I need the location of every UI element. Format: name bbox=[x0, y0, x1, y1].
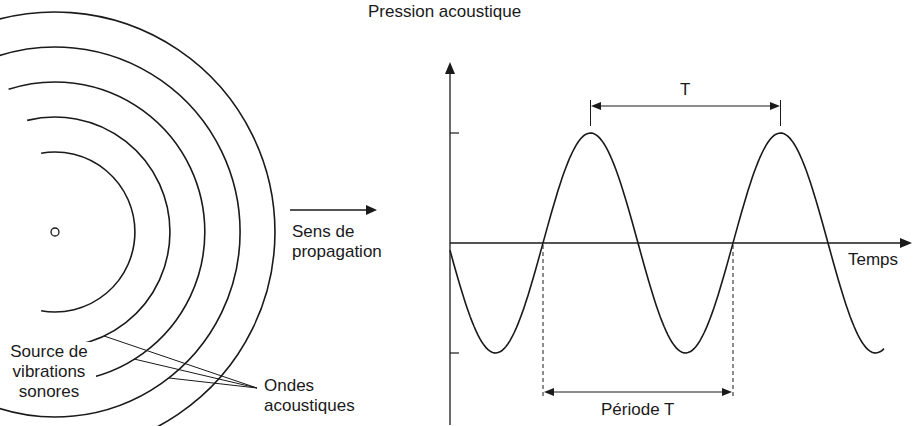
period-label: Période T bbox=[599, 400, 676, 420]
wave-arc bbox=[0, 12, 275, 426]
pressure-curve bbox=[450, 133, 884, 353]
sound-wave-arcs bbox=[0, 12, 275, 426]
propagation-arrow bbox=[290, 205, 377, 215]
period-label: T bbox=[680, 80, 690, 100]
graph-axes bbox=[445, 62, 912, 425]
period-marker-bottom bbox=[543, 245, 733, 398]
axis-label: Temps bbox=[848, 250, 898, 270]
leader-lines bbox=[104, 336, 257, 388]
sound-source-dot bbox=[51, 228, 59, 236]
period-marker-top bbox=[591, 100, 781, 126]
wave-label: Ondes acoustiques bbox=[262, 376, 366, 416]
wave-arc bbox=[27, 117, 170, 347]
wave-arc bbox=[41, 152, 135, 312]
source-label: Source de vibrations sonores bbox=[2, 342, 96, 402]
axis-label: Pression acoustique bbox=[368, 2, 521, 22]
wave-arc bbox=[0, 47, 240, 417]
direction-label: Sens de propagation bbox=[290, 222, 399, 262]
